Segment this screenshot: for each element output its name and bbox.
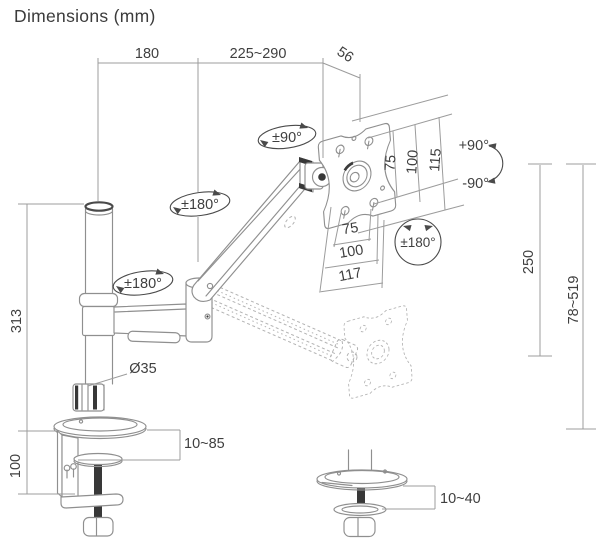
rotation-indicators [112,122,504,296]
dim-vesa-h100: 100 [338,242,364,262]
dimension-lines [18,58,596,510]
dim-vesa-h75: 75 [341,220,359,238]
pole-collar-clip [72,383,105,412]
dim-plate-height: 115 [427,148,445,172]
clamp-bracket [56,430,124,509]
dim-vesa-v100: 100 [404,149,422,174]
desk-clamp [53,383,147,537]
lower-arm [78,292,189,344]
label-head-swivel: ±90° [272,130,302,146]
lower-arm-swivel-arrow [112,268,174,296]
cable-clip [127,330,181,344]
rotation-labels: ±90° ±180° ±180° ±180° [124,130,436,292]
gas-spring-arm [191,160,317,303]
grommet-knob [343,516,376,538]
label-upper-arm-swivel: ±180° [181,197,219,213]
elbow-screw [204,313,211,320]
vesa-keyholes [335,136,379,219]
dim-plate-width: 117 [337,265,363,285]
dim-tilt-up: +90° [459,138,489,154]
dim-upper-arm-length: 250 [521,250,537,274]
dim-clamp-body-height: 100 [8,454,24,478]
tilt-head-joint [299,157,333,193]
dim-height-range: 78~519 [566,276,582,325]
clamp-knob [82,516,114,537]
upper-arm-swivel-arrow [169,189,231,217]
clamp-foot [60,493,124,509]
dimension-labels: 180 225~290 56 75 100 115 75 100 117 +90… [8,44,582,507]
arm-pivot-screw [206,282,214,290]
grommet-under-bracket [333,502,387,517]
pole-top-cap [84,201,114,212]
dim-pole-height: 313 [9,309,25,333]
plate-boss [342,160,372,192]
dim-tilt-down: -90° [462,176,489,192]
head-swivel-arrow [257,122,317,150]
label-plate-rotate: ±180° [400,235,435,250]
dim-vesa-v75: 75 [382,154,399,171]
dim-desk-thickness-grommet: 10~40 [440,491,481,507]
dim-arm-offset: 180 [135,46,159,62]
desk-base-plate [53,416,147,440]
page-title: Dimensions (mm) [14,6,156,26]
plate-rotation-arrow [394,218,442,266]
clamp-pad [73,452,123,468]
pole-swivel-ring [78,292,119,308]
grommet-mount [316,449,408,538]
dim-pole-diameter: Ø35 [129,361,156,377]
tilt-arrow [487,143,504,184]
dim-head-depth: 56 [334,44,356,66]
dim-extension-range: 225~290 [230,46,287,62]
grommet-base-plate [316,469,408,491]
dim-desk-thickness-clamp: 10~85 [184,436,225,452]
label-lower-arm-swivel: ±180° [124,276,162,292]
ghost-lowered-arm [200,215,413,399]
vesa-plate [317,122,397,230]
